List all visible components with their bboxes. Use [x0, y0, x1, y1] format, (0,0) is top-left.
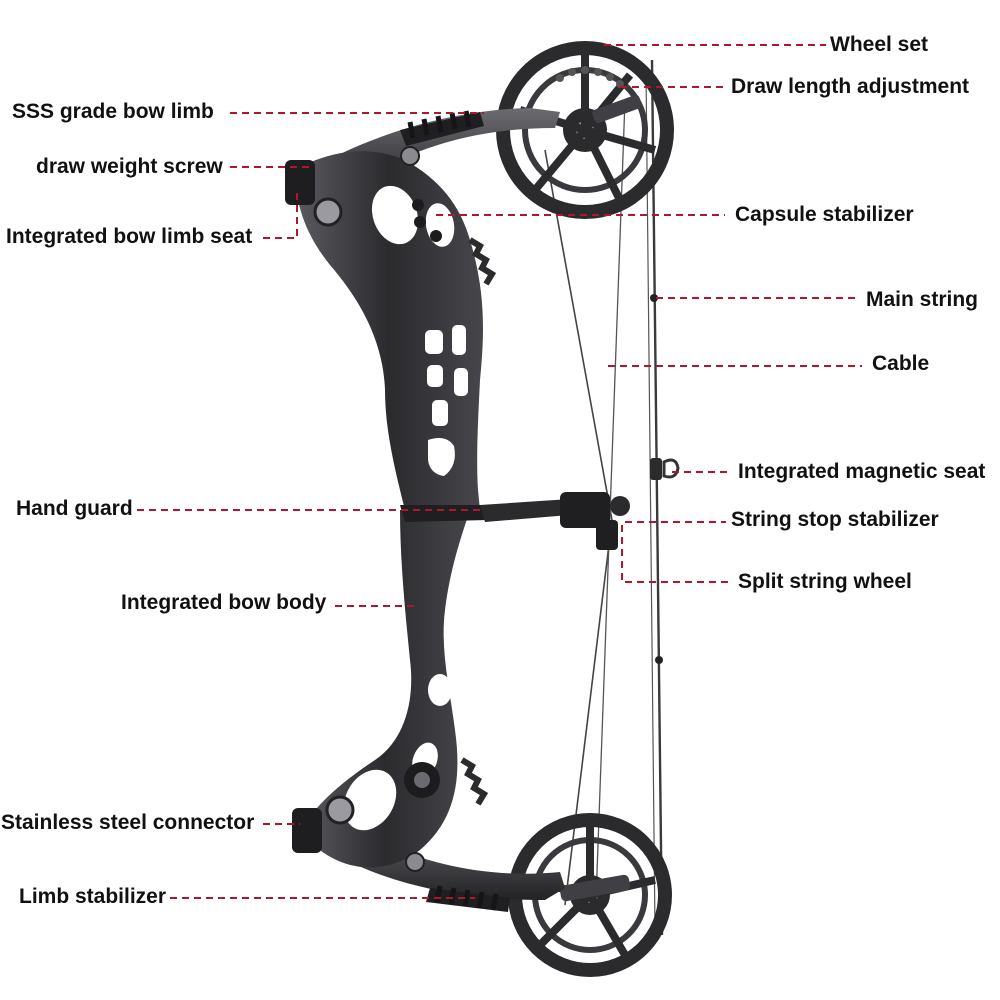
leader-lines: [137, 44, 862, 899]
leader-limb-seat: [263, 192, 298, 239]
cable-cross: [595, 99, 626, 901]
grip: [400, 505, 488, 522]
string-serving-dot: [650, 294, 658, 302]
label-draw-length-adjustment: Draw length adjustment: [731, 75, 970, 98]
riser: [285, 146, 497, 872]
lower-pivot: [405, 852, 425, 872]
capsule-stabilizer: [412, 199, 442, 242]
label-wheel-set: Wheel set: [830, 33, 929, 56]
draw-length-module: [556, 66, 624, 88]
string-serving-dot: [655, 656, 663, 664]
main-string-inner: [645, 69, 656, 931]
leader-split-wheel: [621, 525, 730, 583]
lower-limb-bolt: [325, 795, 355, 825]
lower-limb-seat: [292, 808, 322, 853]
label-hand-guard: Hand guard: [16, 497, 133, 520]
label-draw-weight-screw: draw weight screw: [36, 155, 223, 178]
label-integrated-bow-body: Integrated bow body: [121, 591, 327, 614]
label-integrated-magnetic-seat: Integrated magnetic seat: [738, 460, 986, 483]
upper-pivot: [400, 146, 420, 166]
label-split-string-wheel: Split string wheel: [738, 570, 912, 593]
label-string-stop-stabilizer: String stop stabilizer: [731, 508, 939, 531]
label-sss-grade-bow-limb: SSS grade bow limb: [12, 100, 214, 123]
label-main-string: Main string: [866, 288, 979, 311]
main-string: [650, 59, 664, 936]
label-cable: Cable: [872, 352, 930, 375]
upper-limb-bolt: [313, 197, 343, 227]
upper-cam: [496, 41, 674, 219]
limb-ribs: [434, 885, 499, 911]
label-integrated-bow-limb-seat: Integrated bow limb seat: [6, 225, 253, 248]
magnetic-seat-clip: [650, 458, 680, 480]
label-stainless-steel-connector: Stainless steel connector: [1, 811, 255, 834]
upper-limb-seat: [285, 160, 315, 205]
label-limb-stabilizer: Limb stabilizer: [19, 885, 167, 908]
label-capsule-stabilizer: Capsule stabilizer: [735, 203, 914, 226]
limb-ribs: [407, 110, 472, 139]
cable-guard: [480, 492, 630, 550]
